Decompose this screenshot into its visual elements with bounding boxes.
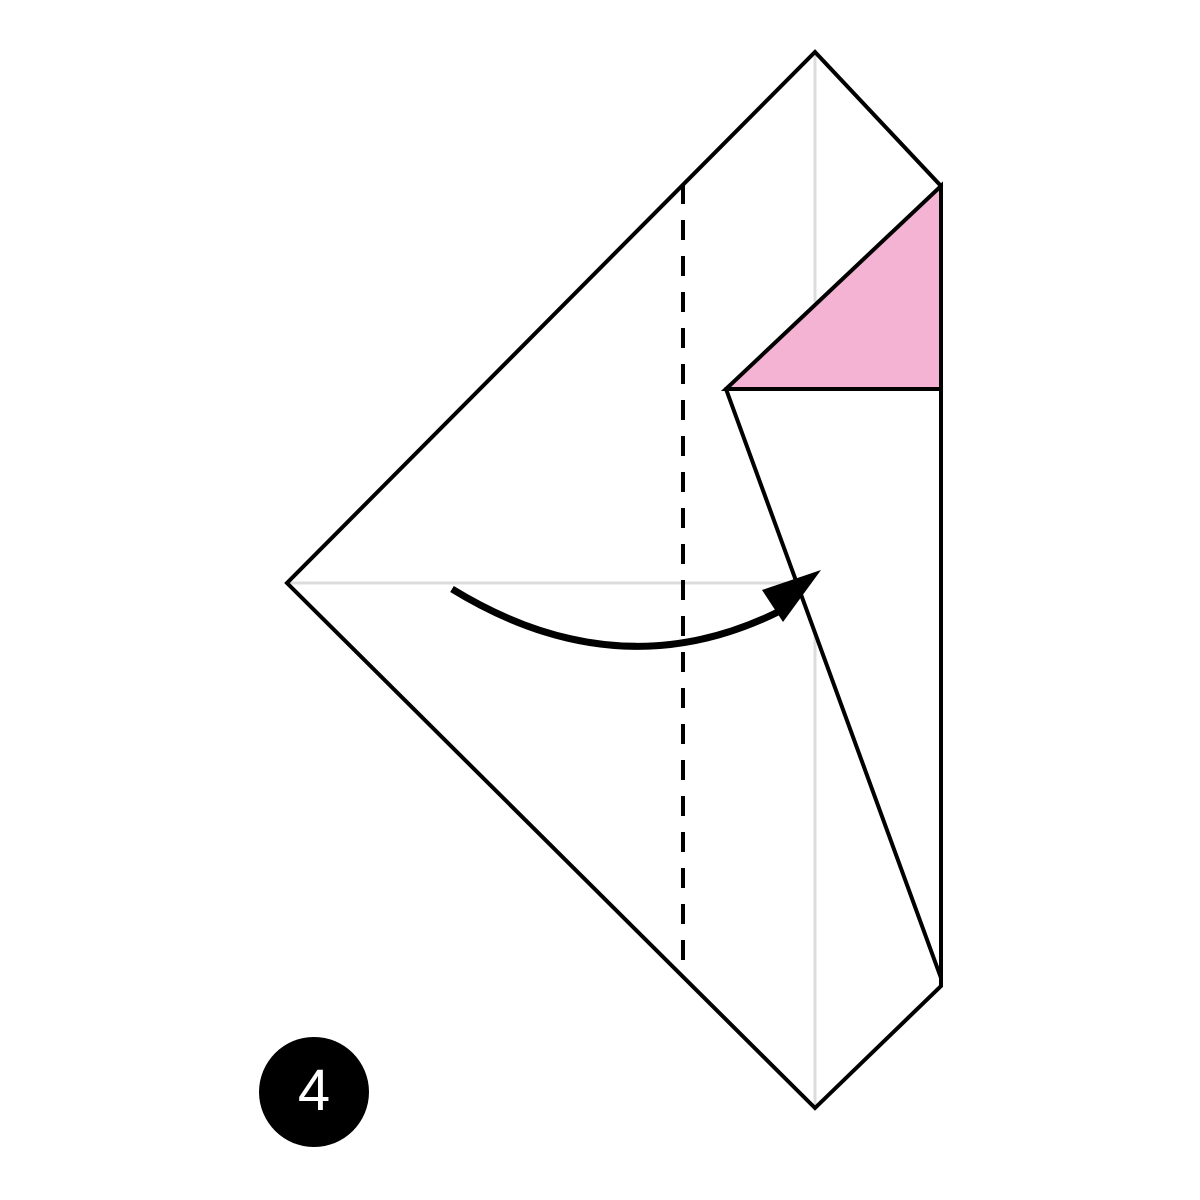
outer-edge (284, 49, 943, 1111)
crease-lines (287, 52, 817, 1108)
fold-arrow-shaft (450, 586, 784, 650)
paper-outline (284, 49, 943, 1111)
curved-arrow-right-icon (450, 570, 821, 650)
fold-arrow-head (762, 570, 821, 622)
inner-diagonal-edge (724, 387, 943, 980)
step-number-badge: 4 (259, 1037, 369, 1147)
step-number: 4 (297, 1058, 331, 1123)
pink-flap (720, 181, 943, 391)
